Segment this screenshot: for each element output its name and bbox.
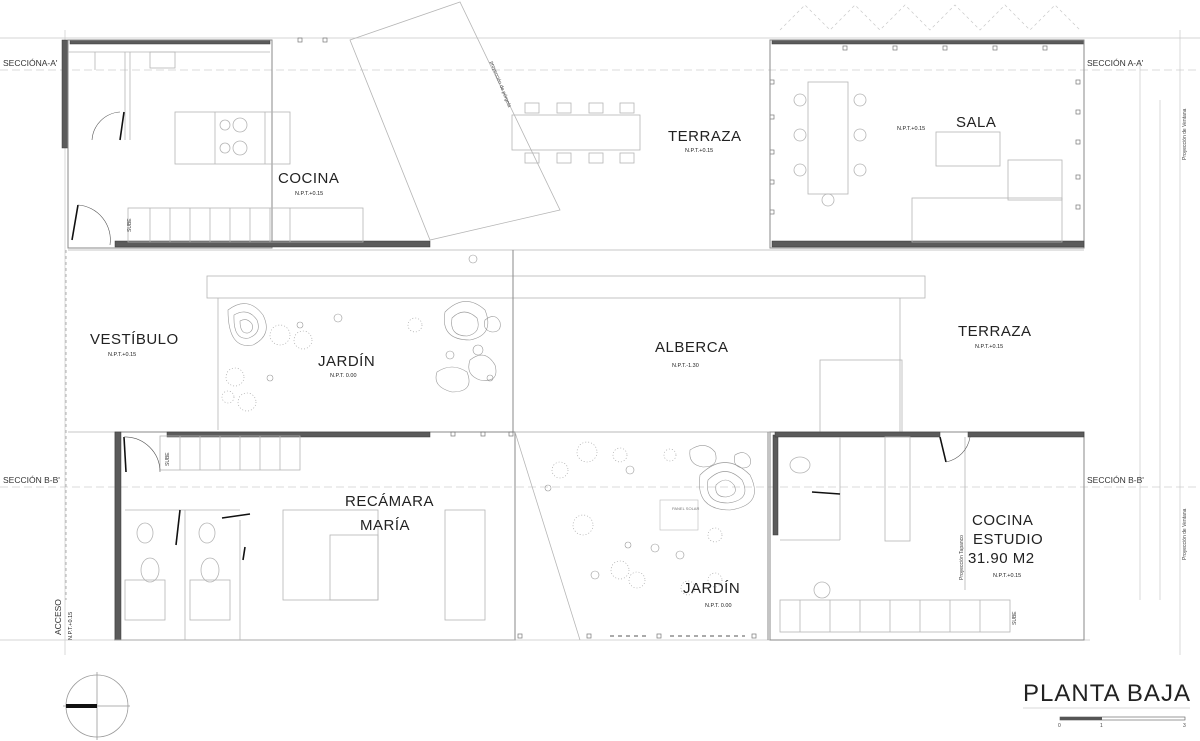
room-maria: MARÍA <box>360 517 410 534</box>
column-dots <box>297 37 1081 215</box>
window-projection-top: Proyección de Ventana <box>1182 108 1188 160</box>
tapanco-label: Proyección Tapanco <box>959 535 965 580</box>
level-cocina: N.P.T.+0.15 <box>295 191 323 197</box>
level-vestibulo: N.P.T.+0.15 <box>108 352 136 358</box>
room-jardin-top: JARDÍN <box>318 353 375 370</box>
scale-tick-0: 0 <box>1058 723 1061 729</box>
level-terraza-right: N.P.T.+0.15 <box>975 344 1003 350</box>
garden-plants-top <box>221 254 501 412</box>
section-b-left: SECCIÓN B-B' <box>3 475 60 485</box>
scale-bar: 0 1 3 <box>1058 716 1186 729</box>
level-sala: N.P.T.+0.15 <box>897 126 925 132</box>
north-arrow-icon <box>63 672 130 740</box>
level-alberca: N.P.T.-1.30 <box>672 363 699 369</box>
section-a-right: SECCIÓN A-A' <box>1087 58 1144 68</box>
level-cocina-estudio: N.P.T.+0.15 <box>993 573 1021 579</box>
bottom-markers <box>450 431 757 639</box>
level-jardin-top: N.P.T. 0.00 <box>330 373 357 379</box>
room-cocina-estudio-area: 31.90 M2 <box>968 550 1035 567</box>
section-b-right: SECCIÓN B-B' <box>1087 475 1144 485</box>
sube-label-top: SUBE <box>127 218 133 232</box>
section-a-left: SECCIÓNA-A' <box>3 58 58 68</box>
roof-outline <box>779 4 1081 31</box>
level-jardin-bottom: N.P.T. 0.00 <box>705 603 732 609</box>
room-recamara: RECÁMARA <box>345 493 434 510</box>
level-acceso: N.P.T.+0.15 <box>68 612 74 640</box>
cocina-estudio-block: SUBE Proyección Tapanco <box>769 431 1085 641</box>
middle-band <box>65 249 1084 600</box>
room-jardin-bottom: JARDÍN <box>683 580 740 597</box>
window-projection-bottom: Proyección de Ventana <box>1182 508 1188 560</box>
room-cocina: COCINA <box>278 170 339 187</box>
room-vestibulo: VESTÍBULO <box>90 331 179 348</box>
room-terraza-top: TERRAZA <box>668 128 742 145</box>
room-acceso: ACCESO <box>53 599 63 635</box>
room-cocina-estudio-1: COCINA <box>972 512 1033 529</box>
room-terraza-right: TERRAZA <box>958 323 1032 340</box>
room-alberca: ALBERCA <box>655 339 729 356</box>
scale-tick-1: 1 <box>1100 723 1103 729</box>
sube-label-bottom-left: SUBE <box>165 452 171 466</box>
sala-block <box>769 39 1085 249</box>
sube-label-bottom-right: SUBE <box>1012 611 1018 625</box>
recamara-block: SUBE <box>114 431 516 641</box>
scale-tick-3: 3 <box>1183 723 1186 729</box>
room-sala: SALA <box>956 114 996 131</box>
room-cocina-estudio-2: ESTUDIO <box>973 531 1043 548</box>
panel-solar-label: PANEL SOLAR <box>672 506 699 511</box>
pergola-label: proyección de pérgola <box>488 61 512 109</box>
level-terraza-top: N.P.T.+0.15 <box>685 148 713 154</box>
plan-title: PLANTA BAJA <box>1023 680 1191 707</box>
cocina-block: SUBE <box>61 39 431 249</box>
garden-bottom: PANEL SOLAR <box>514 431 770 641</box>
